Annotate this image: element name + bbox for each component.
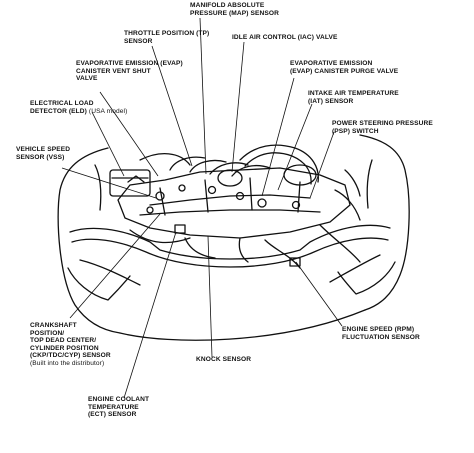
- label-iat-sensor: INTAKE AIR TEMPERATURE (IAT) SENSOR: [308, 90, 399, 105]
- front-frame: [69, 224, 391, 260]
- label-line: (IAT) SENSOR: [308, 97, 354, 105]
- label-line: POSITION/: [30, 329, 65, 337]
- label-line: (CKP/TDC/CYP) SENSOR: [30, 352, 111, 360]
- label-line: (PSP) SWITCH: [332, 127, 379, 135]
- label-line: VEHICLE SPEED: [16, 146, 71, 153]
- label-ect-sensor: ENGINE COOLANT TEMPERATURE (ECT) SENSOR: [88, 396, 149, 419]
- label-line: CRANKSHAFT: [30, 322, 77, 329]
- label-line: FLUCTUATION SENSOR: [342, 333, 420, 341]
- leader-knock: [207, 235, 213, 358]
- leader-evap-purge: [261, 77, 295, 197]
- leader-map: [199, 17, 207, 175]
- label-line: EVAPORATIVE EMISSION: [290, 60, 373, 67]
- label-line: SENSOR: [124, 37, 153, 45]
- label-line: SENSOR (VSS): [16, 153, 65, 161]
- label-text: DETECTOR (ELD): [30, 107, 87, 115]
- label-line: INTAKE AIR TEMPERATURE: [308, 90, 399, 97]
- label-line: (ECT) SENSOR: [88, 411, 137, 419]
- label-psp-switch: POWER STEERING PRESSURE (PSP) SWITCH: [332, 120, 433, 135]
- label-rpm-sensor: ENGINE SPEED (RPM) FLUCTUATION SENSOR: [342, 326, 420, 341]
- label-line: TEMPERATURE: [88, 403, 139, 411]
- leader-eld: [91, 111, 125, 177]
- label-note: (USA model): [88, 107, 128, 115]
- label-line: POWER STEERING PRESSURE: [332, 120, 433, 127]
- leader-psp: [309, 131, 335, 199]
- label-line: DETECTOR (ELD) (USA model): [30, 108, 127, 116]
- label-line: ENGINE SPEED (RPM): [342, 326, 415, 333]
- air-intake-hose: [239, 144, 319, 183]
- leader-tp: [151, 45, 193, 167]
- label-line: CYLINDER POSITION: [30, 344, 99, 352]
- leader-vss: [61, 167, 157, 199]
- label-vss: VEHICLE SPEED SENSOR (VSS): [16, 146, 70, 161]
- leader-evap-vent: [99, 91, 159, 177]
- label-evap-purge-valve: EVAPORATIVE EMISSION (EVAP) CANISTER PUR…: [290, 60, 398, 75]
- label-line: TOP DEAD CENTER/: [30, 337, 97, 345]
- label-line: CANISTER VENT SHUT: [76, 67, 151, 75]
- label-eld: ELECTRICAL LOAD DETECTOR (ELD) (USA mode…: [30, 100, 127, 115]
- label-line: IDLE AIR CONTROL (IAC) VALVE: [232, 34, 338, 41]
- label-line: ELECTRICAL LOAD: [30, 100, 94, 107]
- leader-ect: [123, 231, 177, 399]
- label-knock-sensor: KNOCK SENSOR: [196, 356, 251, 364]
- leader-ckp: [69, 213, 161, 319]
- label-line: THROTTLE POSITION (TP): [124, 30, 210, 37]
- label-map-sensor: MANIFOLD ABSOLUTE PRESSURE (MAP) SENSOR: [190, 2, 279, 17]
- label-iac-valve: IDLE AIR CONTROL (IAC) VALVE: [232, 34, 338, 42]
- label-line: MANIFOLD ABSOLUTE: [190, 2, 265, 9]
- label-ckp-sensor: CRANKSHAFT POSITION/ TOP DEAD CENTER/ CY…: [30, 322, 111, 368]
- body-outline: [57, 147, 121, 334]
- engine-block: [117, 167, 351, 239]
- label-note: (Built into the distributor): [30, 359, 105, 367]
- label-tp-sensor: THROTTLE POSITION (TP) SENSOR: [124, 30, 209, 45]
- label-evap-vent-valve: EVAPORATIVE EMISSION (EVAP) CANISTER VEN…: [76, 60, 183, 83]
- label-line: EVAPORATIVE EMISSION (EVAP): [76, 60, 183, 67]
- label-line: ENGINE COOLANT: [88, 396, 150, 403]
- label-line: VALVE: [76, 75, 98, 83]
- label-line: (EVAP) CANISTER PURGE VALVE: [290, 67, 399, 75]
- label-line: PRESSURE (MAP) SENSOR: [190, 9, 279, 17]
- leader-iac: [231, 41, 245, 173]
- label-line: KNOCK SENSOR: [196, 356, 252, 363]
- leader-iat: [277, 103, 313, 191]
- leader-rpm: [295, 261, 343, 327]
